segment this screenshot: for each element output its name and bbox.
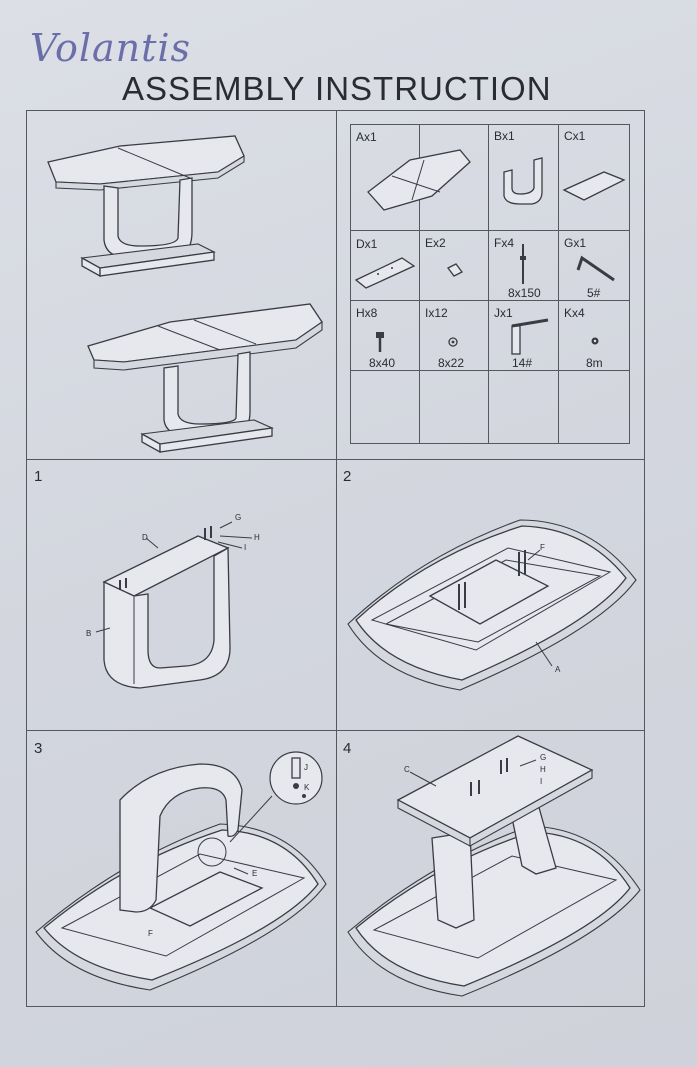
step4-callout-i: I	[540, 777, 542, 786]
page-title: ASSEMBLY INSTRUCTION	[122, 70, 552, 107]
step-number-2: 2	[343, 468, 352, 485]
step2-callout-a: A	[555, 665, 561, 674]
step1-callout-h: H	[254, 533, 260, 542]
parts-row-divider-2	[350, 300, 630, 301]
part-b-label: Bx1	[494, 129, 515, 143]
table-closed-illustration	[47, 135, 245, 278]
part-f-label: Fx4	[494, 236, 515, 250]
step4-callout-h: H	[540, 765, 546, 774]
base-plate-part-icon	[562, 171, 626, 201]
parts-row-divider-3	[350, 370, 630, 371]
grid-divider-row2	[26, 730, 645, 731]
step2-callout-f: F	[540, 543, 545, 552]
parts-col-divider-2	[488, 124, 489, 444]
step3-callout-e: E	[252, 869, 257, 878]
support-plate-part-icon	[354, 257, 416, 289]
parts-row-divider-1	[350, 230, 630, 231]
part-d-label: Dx1	[356, 237, 378, 251]
brand-logo: Volantis	[30, 26, 192, 70]
step-number-1: 1	[34, 468, 43, 485]
step1-callout-i: I	[244, 543, 246, 552]
step4-callout-c: C	[404, 765, 410, 774]
instruction-frame	[26, 110, 645, 1007]
step-number-3: 3	[34, 740, 43, 757]
part-g-spec: 5#	[587, 286, 601, 300]
table-extended-illustration	[87, 303, 323, 454]
bracket-part-icon	[447, 263, 463, 277]
part-g-label: Gx1	[564, 236, 587, 250]
step4-base-mount-illustration: C G H I	[347, 735, 641, 997]
short-bolt-part-icon	[376, 332, 384, 352]
nut-part-icon	[591, 337, 599, 345]
part-f-spec: 8x150	[508, 286, 541, 300]
part-h-spec: 8x40	[369, 356, 396, 370]
step2-tabletop-frame-illustration: F A	[347, 519, 637, 691]
step1-callout-d: D	[142, 533, 148, 542]
step1-pedestal-illustration: D G H I B	[86, 513, 260, 689]
grid-divider-row1	[26, 459, 645, 460]
step3-callout-j: J	[304, 763, 308, 772]
part-i-label: Ix12	[425, 306, 448, 320]
grid-divider-vertical	[336, 110, 337, 1007]
parts-list-table	[350, 124, 630, 444]
part-k-spec: 8m	[586, 356, 603, 370]
pedestal-part-icon	[503, 157, 543, 205]
part-k-label: Kx4	[564, 306, 585, 320]
parts-col-divider-3	[558, 124, 559, 444]
step1-callout-b: B	[86, 629, 91, 638]
part-i-spec: 8x22	[438, 356, 465, 370]
wrench-part-icon	[511, 318, 549, 355]
tabletop-part-icon	[367, 149, 471, 211]
part-c-label: Cx1	[564, 129, 586, 143]
step3-callout-k: K	[304, 783, 310, 792]
step3-pedestal-mount-illustration: J K E F	[35, 751, 327, 991]
step3-callout-f: F	[148, 929, 153, 938]
step-number-4: 4	[343, 740, 352, 757]
part-e-label: Ex2	[425, 236, 446, 250]
step1-callout-g: G	[235, 513, 241, 522]
part-h-label: Hx8	[356, 306, 378, 320]
allen-key-part-icon	[576, 255, 615, 282]
part-a-label: Ax1	[356, 130, 377, 144]
part-j-spec: 14#	[512, 356, 533, 370]
part-j-label: Jx1	[494, 306, 513, 320]
washer-part-icon	[448, 337, 458, 347]
parts-col-divider-1	[419, 124, 420, 444]
step4-callout-g: G	[540, 753, 546, 762]
long-bolt-part-icon	[520, 244, 526, 284]
